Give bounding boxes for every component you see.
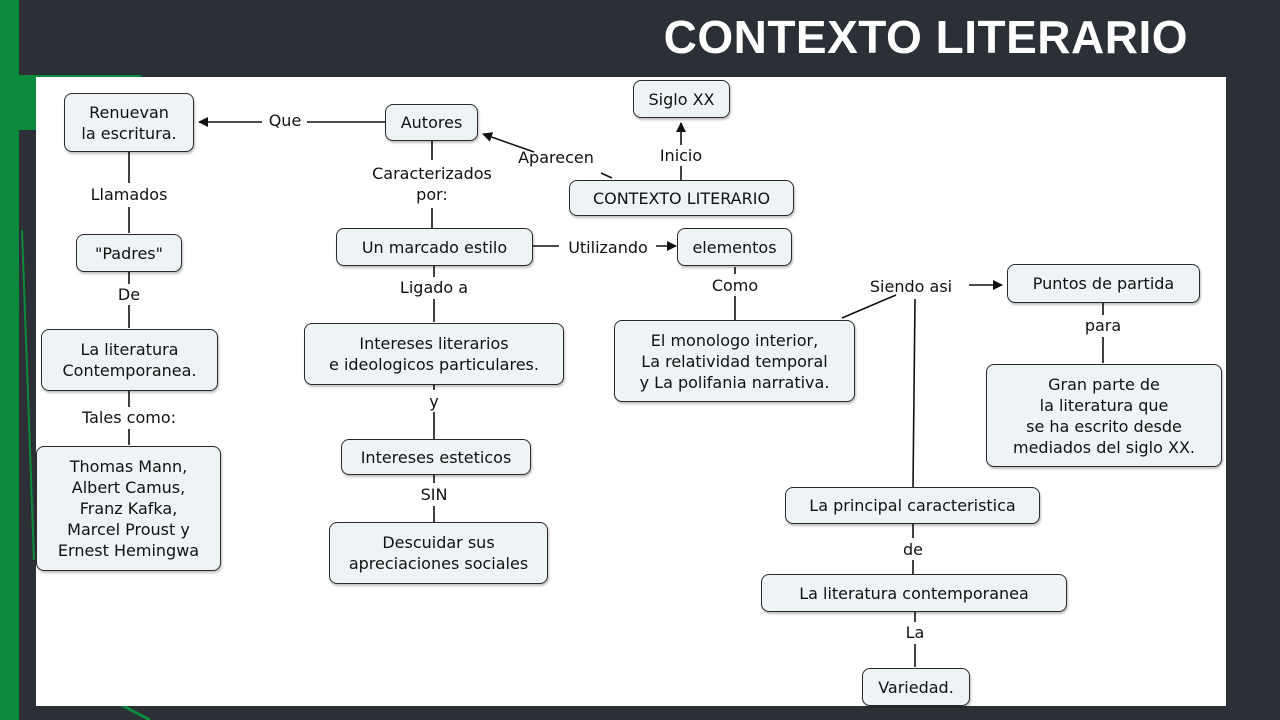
node-renuevan: Renuevan la escritura.	[64, 93, 194, 152]
slide-title: CONTEXTO LITERARIO	[663, 11, 1188, 63]
node-contexto-literario: CONTEXTO LITERARIO	[569, 180, 794, 216]
arrow-aparecen-autores	[482, 132, 535, 153]
node-monologo-interior: El monologo interior, La relatividad tem…	[614, 320, 855, 402]
link-label-de: De	[117, 285, 141, 304]
link-label-tales-como: Tales como:	[82, 408, 176, 427]
link-label-sin: SIN	[420, 485, 448, 504]
green-accent-stroke	[21, 229, 35, 561]
line-siendoasi-principal	[912, 298, 916, 488]
node-elementos: elementos	[677, 228, 792, 266]
node-variedad: Variedad.	[862, 668, 970, 706]
link-label-siendo-asi: Siendo asi	[869, 277, 953, 296]
node-principal-caracteristica: La principal caracteristica	[785, 487, 1040, 524]
connector-lines	[128, 117, 1104, 667]
link-label-para: para	[1084, 316, 1122, 335]
concept-map-panel: Renuevan la escritura. Autores Siglo XX …	[36, 77, 1226, 706]
node-un-marcado-estilo: Un marcado estilo	[336, 228, 533, 266]
link-label-ligado-a: Ligado a	[399, 278, 469, 297]
node-la-literatura-contemporanea: La literatura Contemporanea.	[41, 329, 218, 391]
link-label-utilizando: Utilizando	[568, 238, 648, 257]
node-padres: "Padres"	[76, 234, 182, 272]
link-label-que: Que	[268, 111, 302, 130]
link-label-caracterizados-por: Caracterizados por:	[372, 164, 492, 204]
node-descuidar: Descuidar sus apreciaciones sociales	[329, 522, 548, 584]
line-monologo-siendoasi	[841, 294, 897, 319]
node-gran-parte: Gran parte de la literatura que se ha es…	[986, 364, 1222, 467]
link-label-y: y	[429, 392, 439, 411]
link-label-aparecen: Aparecen	[518, 148, 594, 167]
green-accent-bar	[0, 0, 19, 720]
node-siglo-xx: Siglo XX	[633, 80, 730, 118]
node-intereses-literarios: Intereses literarios e ideologicos parti…	[304, 323, 564, 385]
link-label-la: La	[905, 623, 925, 642]
node-intereses-esteticos: Intereses esteticos	[341, 439, 531, 475]
link-label-de-2: de	[903, 540, 923, 559]
link-label-como: Como	[711, 276, 759, 295]
node-puntos-de-partida: Puntos de partida	[1007, 264, 1200, 303]
node-autores-lista: Thomas Mann, Albert Camus, Franz Kafka, …	[36, 446, 221, 571]
link-label-llamados: Llamados	[90, 185, 168, 204]
line-contexto-aparecen	[600, 172, 613, 179]
node-autores: Autores	[385, 104, 478, 141]
node-literatura-contemporanea: La literatura contemporanea	[761, 574, 1067, 612]
link-label-inicio: Inicio	[659, 146, 703, 165]
